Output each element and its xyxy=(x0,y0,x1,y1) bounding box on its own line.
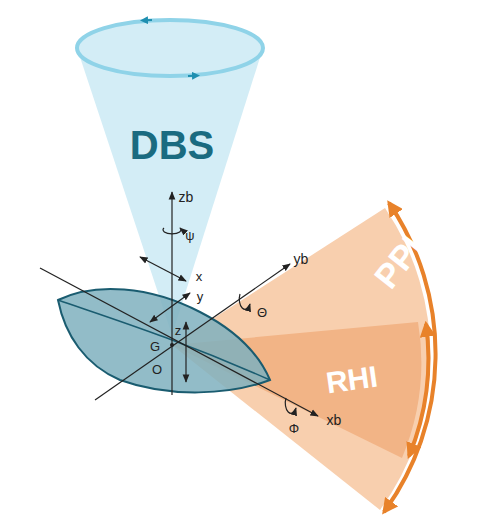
surge-arrow xyxy=(140,257,186,281)
dbs-cone xyxy=(77,20,263,335)
angle-label: Θ xyxy=(257,306,267,319)
center-point xyxy=(170,343,174,347)
axis-label: zb xyxy=(179,190,194,204)
scan-mode-label: RHI xyxy=(324,362,379,399)
scan-direction-arrow xyxy=(188,75,196,77)
sway-arrow xyxy=(150,293,190,322)
rhi-scan-arc xyxy=(409,324,428,456)
pitch-rotation xyxy=(239,294,250,309)
yaw-rotation xyxy=(163,228,181,234)
axis-label: yb xyxy=(294,252,309,266)
point-label: O xyxy=(152,363,162,376)
axis-label: z xyxy=(175,324,182,337)
scan-mode-label: DBS xyxy=(130,125,214,165)
dbs-scan-ring xyxy=(77,20,263,76)
angle-label: ψ xyxy=(185,229,194,242)
scan-direction-arrow xyxy=(144,19,152,21)
angle-label: Φ xyxy=(289,422,299,435)
axis-label: x xyxy=(196,270,203,283)
scan-mode-label: PPI xyxy=(368,230,429,294)
point-label: G xyxy=(150,340,160,353)
roll-rotation xyxy=(285,398,296,413)
buoy-hull xyxy=(58,289,270,392)
heave-arrow xyxy=(185,322,186,382)
axis-label: y xyxy=(197,290,204,303)
zb-axis xyxy=(171,192,172,395)
axis-label: xb xyxy=(327,413,342,427)
yb-axis xyxy=(95,264,290,400)
